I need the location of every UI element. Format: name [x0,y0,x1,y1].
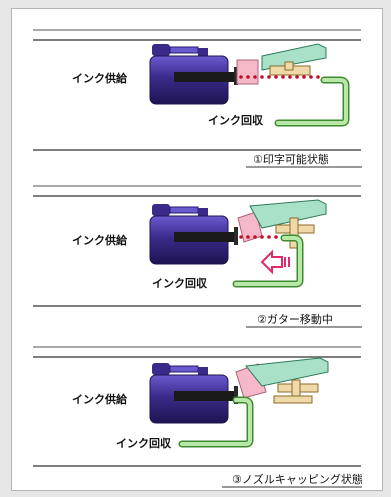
gutter-block [269,61,311,76]
panel-gutter-moving: インク供給 インク回収 ②ガター移動中 [33,185,362,328]
panel-caption: ②ガター移動中 [257,312,333,326]
deflector-plate [261,43,327,71]
gutter-block [273,379,319,404]
ink-supply-label: インク供給 [72,71,128,85]
ink-droplets [239,235,278,239]
ink-return-pipe [274,76,350,127]
deflector-plate [245,357,329,387]
panel-caption: ③ノズルキャッピング状態 [232,472,363,486]
print-head-body [149,55,238,105]
head-connector [152,44,208,56]
head-connector [152,363,208,375]
panel-caption: ①印字可能状態 [253,152,329,166]
ink-return-label: インク回収 [208,113,264,127]
panel-nozzle-capping-state: インク供給 インク回収 ③ノズルキャッピング状態 [33,346,363,488]
move-left-arrow-icon [260,249,290,275]
panel-printable-state: インク供給 インク回収 ①印字可能状態 [33,29,362,168]
ink-return-label: インク回収 [152,276,208,290]
print-head-body [149,215,238,265]
capping-block [236,59,259,85]
head-connector [152,204,208,216]
ink-return-label: インク回収 [116,436,172,450]
deflector-plate [249,199,327,229]
ink-supply-label: インク供給 [72,392,128,406]
ink-supply-label: インク供給 [72,233,128,247]
gutter-block [275,217,315,249]
ink-droplets [239,75,320,79]
print-head-body [149,374,238,424]
